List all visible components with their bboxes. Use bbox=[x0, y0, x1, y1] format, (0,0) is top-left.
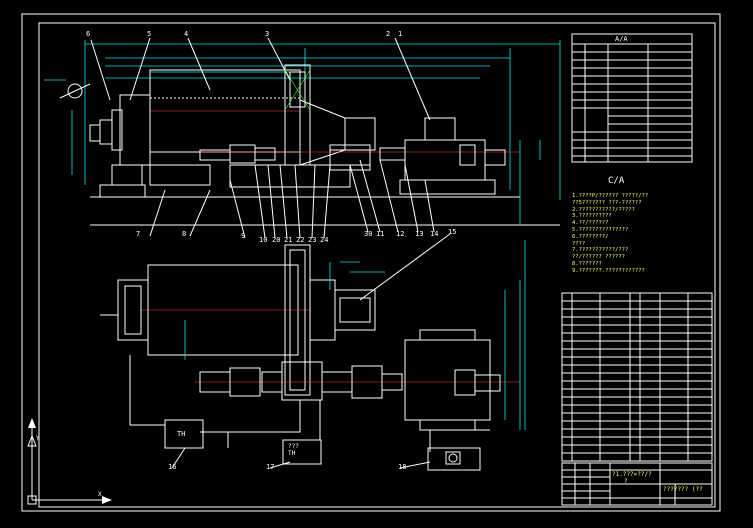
svg-text:Y: Y bbox=[36, 435, 40, 442]
inner-frame bbox=[38, 22, 716, 508]
ucs-icon: Y X bbox=[27, 418, 112, 505]
plan-view bbox=[100, 233, 526, 471]
svg-text:X: X bbox=[98, 491, 102, 498]
elevation-view bbox=[44, 37, 561, 239]
parts-list-table bbox=[561, 292, 713, 462]
title-block bbox=[561, 462, 713, 506]
outer-frame bbox=[21, 13, 721, 512]
spec-table-top bbox=[571, 33, 693, 163]
